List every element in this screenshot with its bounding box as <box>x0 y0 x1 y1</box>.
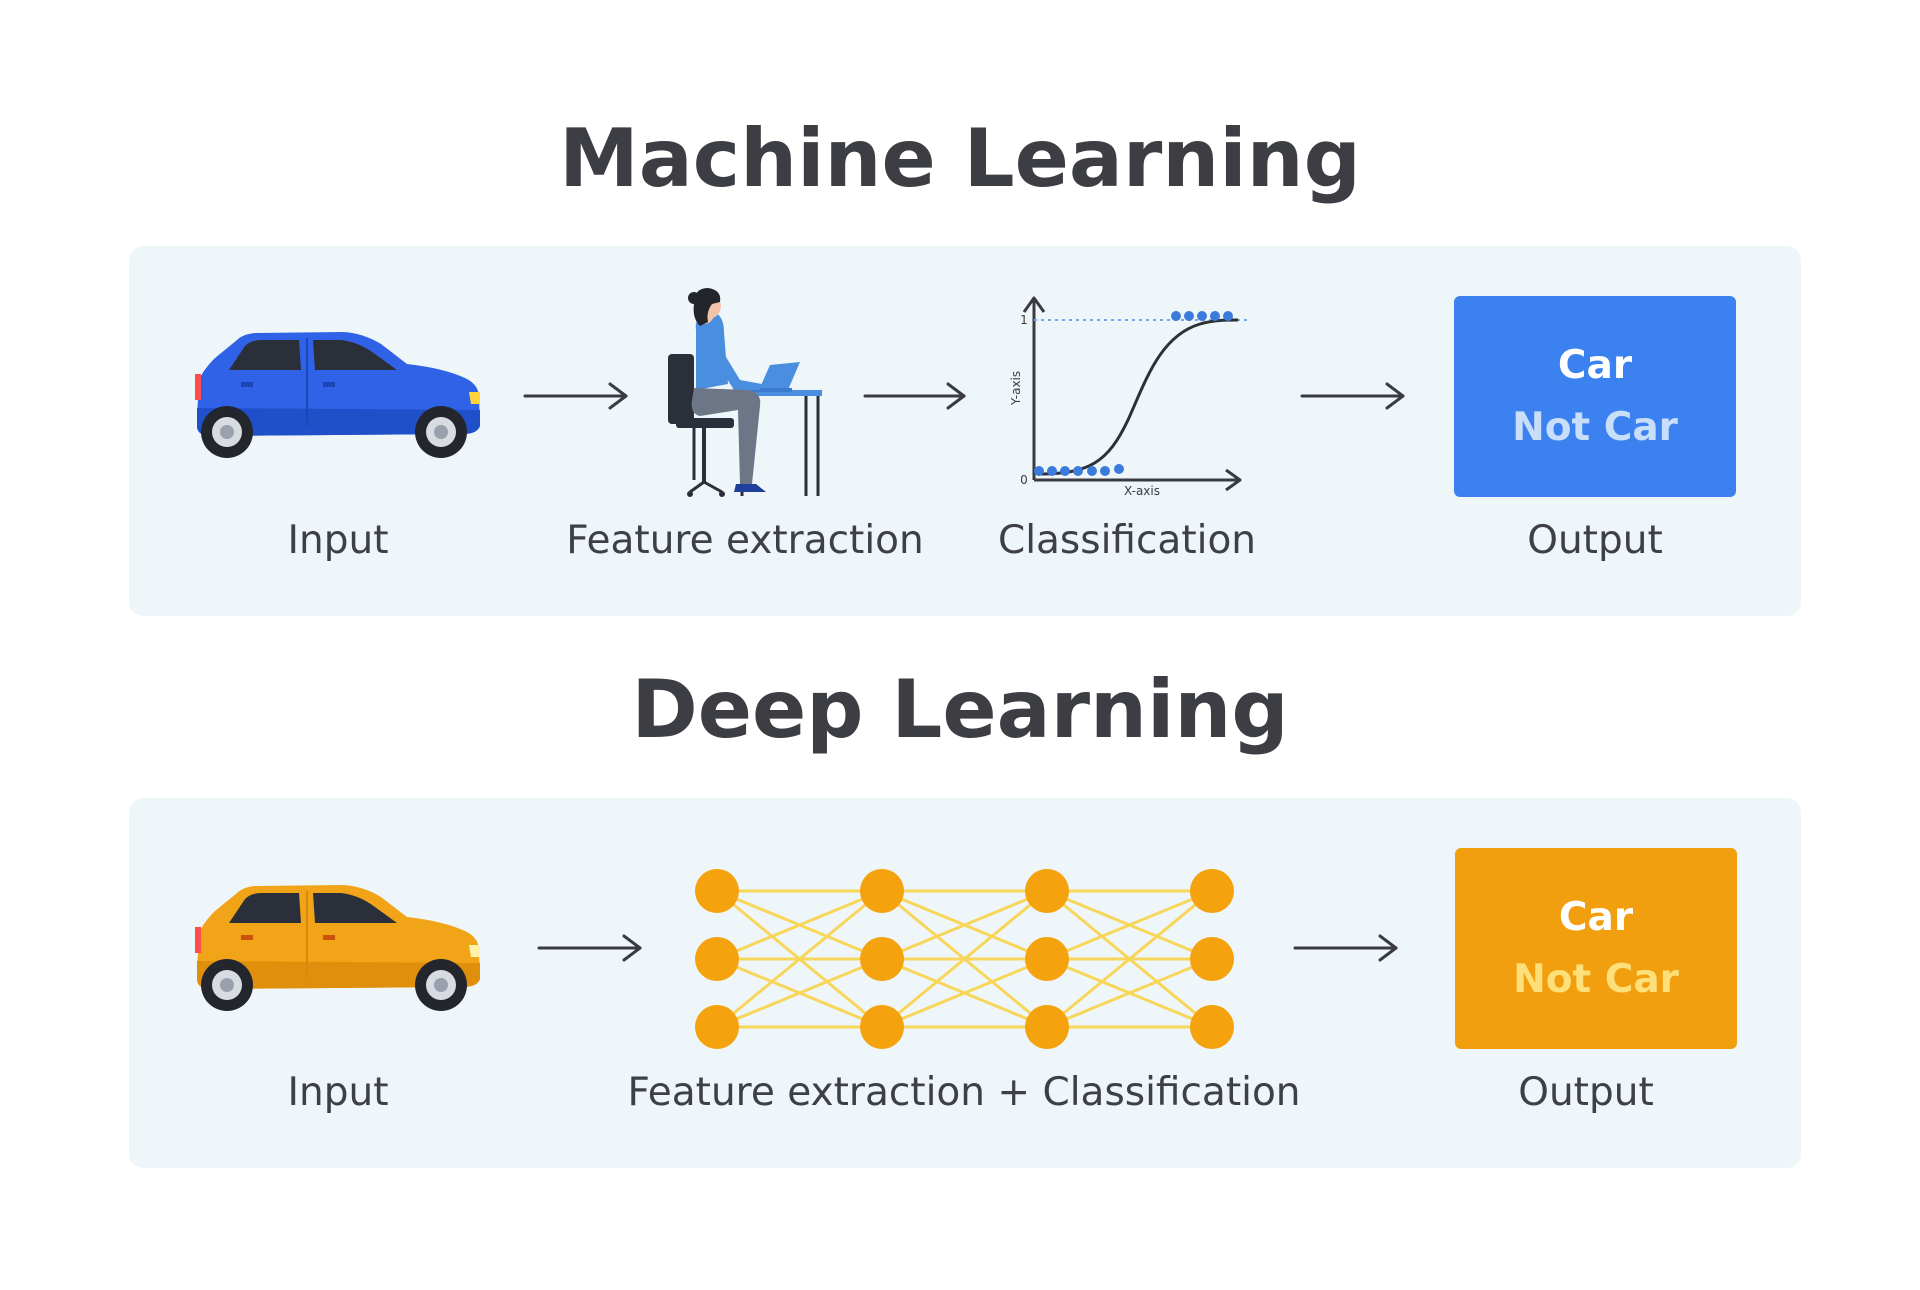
network-node <box>860 1005 904 1049</box>
ml-feature-extraction-label: Feature extraction <box>566 518 924 563</box>
deep-learning-title: Deep Learning <box>631 663 1289 756</box>
network-edge <box>1046 889 1213 1029</box>
ml-classification-label: Classification <box>997 518 1257 563</box>
x-axis-arrowhead <box>1225 468 1242 492</box>
sigmoid-curve <box>1037 318 1239 476</box>
dl-output-box: Car Not Car <box>1455 848 1737 1049</box>
neural-network-nodes <box>695 869 1234 1049</box>
ml-output-car: Car <box>1557 342 1633 388</box>
network-node <box>860 869 904 913</box>
y-tick-zero: 0 <box>1020 473 1028 487</box>
network-node <box>695 937 739 981</box>
arrow-right-icon <box>537 934 642 962</box>
positive-class-points <box>1171 311 1233 321</box>
dl-output-not-car: Not Car <box>1513 956 1679 1002</box>
logistic-curve-chart: 1 0 X-axis Y-axis <box>1009 296 1250 498</box>
dl-input-label: Input <box>287 1070 389 1115</box>
y-axis-label: Y-axis <box>1009 371 1023 406</box>
network-edge <box>716 889 883 1029</box>
arrow-right-icon <box>1300 382 1405 410</box>
machine-learning-title: Machine Learning <box>559 112 1361 205</box>
neural-network-edges <box>716 889 1213 1029</box>
arrow-right-icon <box>1293 934 1398 962</box>
ml-output-label: Output <box>1527 518 1663 563</box>
network-edge <box>1046 957 1213 1029</box>
person-at-laptop-icon <box>668 288 822 497</box>
arrow-right-icon <box>863 382 966 410</box>
network-node <box>1190 1005 1234 1049</box>
network-edge <box>881 889 1048 961</box>
network-edge <box>1046 889 1213 961</box>
network-edge <box>881 889 1048 1029</box>
negative-class-points <box>1034 464 1124 476</box>
network-node <box>1025 1005 1069 1049</box>
network-node <box>695 1005 739 1049</box>
ml-output-not-car: Not Car <box>1512 404 1678 450</box>
blue-car-icon <box>195 332 480 458</box>
y-tick-one: 1 <box>1020 313 1028 327</box>
network-node <box>1190 937 1234 981</box>
yellow-car-icon <box>195 885 480 1011</box>
network-node <box>1190 869 1234 913</box>
ml-output-box: Car Not Car <box>1454 296 1736 497</box>
dl-output-car: Car <box>1558 894 1634 940</box>
network-edge <box>716 957 883 1029</box>
network-node <box>860 937 904 981</box>
dl-output-label: Output <box>1518 1070 1654 1115</box>
network-edge <box>881 957 1048 1029</box>
x-axis-label: X-axis <box>1124 484 1160 498</box>
network-node <box>695 869 739 913</box>
arrow-right-icon <box>523 382 628 410</box>
dl-process-label: Feature extraction + Classification <box>627 1070 1301 1115</box>
network-edge <box>716 889 883 961</box>
ml-input-label: Input <box>287 518 389 563</box>
network-node <box>1025 937 1069 981</box>
network-node <box>1025 869 1069 913</box>
y-axis-arrowhead <box>1022 296 1046 313</box>
